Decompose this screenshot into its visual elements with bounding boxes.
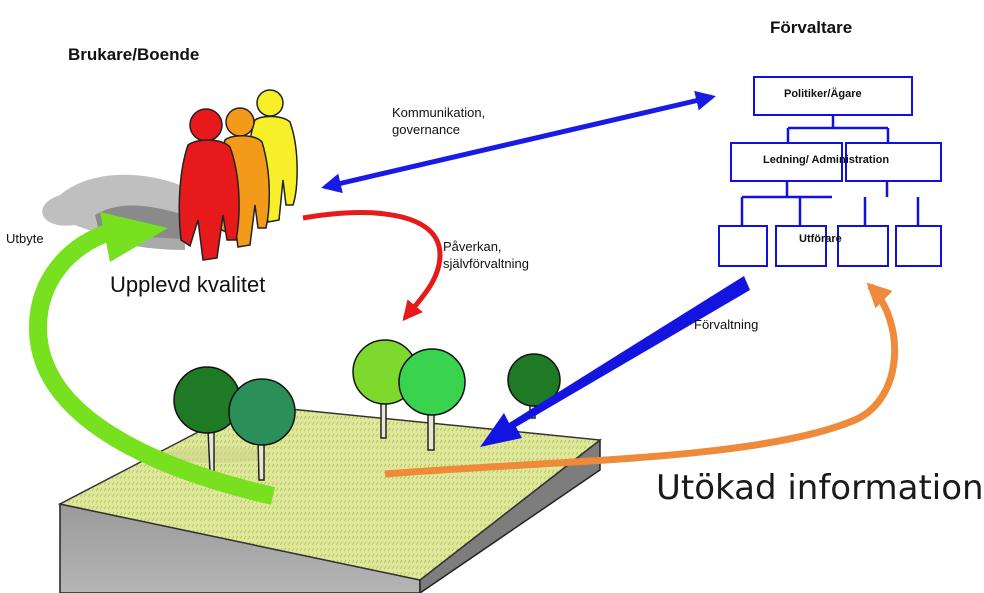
org-box-top	[753, 76, 913, 116]
management-arrow	[480, 276, 750, 447]
tree	[228, 378, 296, 481]
exchange-arrow	[28, 212, 276, 505]
org-box-middle-right	[845, 142, 942, 182]
org-box-bottom-3	[837, 225, 889, 267]
tree	[398, 348, 466, 451]
people-group-icon	[42, 89, 298, 261]
influence-arrow	[302, 210, 443, 322]
org-box-middle-left	[730, 142, 843, 182]
users-title: Brukare/Boende	[68, 45, 200, 64]
org-box-bottom-1	[718, 225, 768, 267]
exchange-label: Utbyte	[6, 231, 44, 246]
communication-label-line-1: Kommunikation,	[392, 105, 486, 120]
org-box-bottom-2	[775, 225, 827, 267]
org-chart-connectors	[740, 116, 920, 225]
person-red	[178, 108, 240, 261]
communication-arrow	[321, 90, 716, 194]
communication-label-line-2: governance	[392, 122, 460, 137]
org-label-middle: Ledning/ Administration	[763, 154, 890, 166]
quality-label: Upplevd kvalitet	[110, 272, 266, 297]
information-label: Utökad information	[656, 468, 984, 508]
influence-label-line-2: självförvaltning	[443, 256, 529, 271]
information-arrow	[384, 282, 899, 478]
management-label: Förvaltning	[694, 317, 759, 332]
trees	[160, 339, 561, 481]
influence-label: Påverkan, självförvaltning	[443, 238, 529, 272]
org-label-bottom: Utförare	[799, 233, 842, 245]
communication-label: Kommunikation, governance	[392, 104, 485, 138]
managers-title: Förvaltare	[770, 18, 853, 37]
tree-shadow	[160, 447, 270, 463]
influence-label-line-1: Påverkan,	[443, 239, 502, 254]
org-box-bottom-4	[895, 225, 942, 267]
org-label-top: Politiker/Ägare	[784, 88, 862, 100]
